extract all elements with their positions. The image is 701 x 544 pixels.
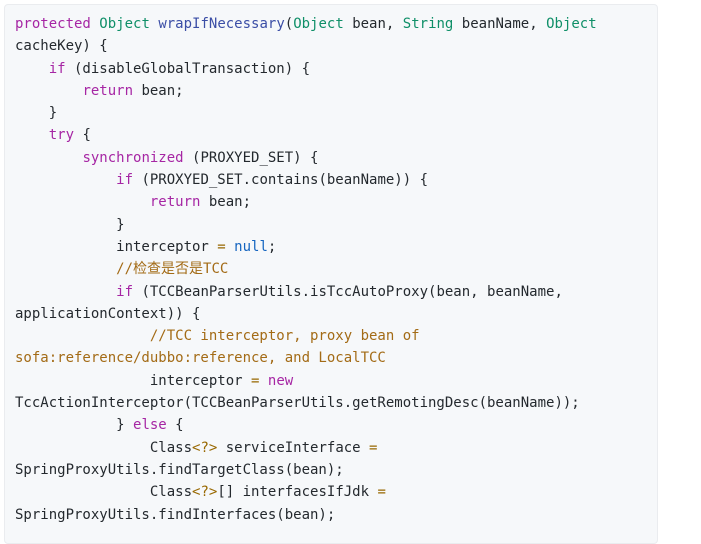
code-token: <?> [192,439,218,456]
code-line: synchronized (PROXYED_SET) { [15,147,597,169]
code-line: try { [15,124,597,146]
code-line: //TCC interceptor, proxy bean of [15,325,597,347]
code-line: protected Object wrapIfNecessary(Object … [15,13,597,35]
code-token: = [217,238,226,255]
code-token: sofa:reference/dubbo:reference, and Loca… [15,350,386,367]
code-content: protected Object wrapIfNecessary(Object … [15,13,597,526]
code-token: ( [284,16,294,32]
code-token: (TCCBeanParserUtils.isTccAutoProxy(bean,… [133,283,563,300]
code-token [15,261,116,277]
code-line: applicationContext)) { [15,303,597,325]
code-token: TccActionInterceptor(TCCBeanParserUtils.… [15,395,580,412]
code-line: } [15,102,597,124]
code-token: { [74,127,91,144]
code-token: try [48,127,75,144]
code-token: wrapIfNecessary [158,16,285,32]
code-token [15,127,49,143]
code-token: <?> [192,484,218,501]
code-token: if [116,172,134,189]
code-token: serviceInterface [217,439,370,456]
code-token: if [48,60,66,77]
code-line: if (TCCBeanParserUtils.isTccAutoProxy(be… [15,281,597,303]
code-token: (PROXYED_SET) { [183,149,319,166]
code-block: protected Object wrapIfNecessary(Object … [4,4,658,544]
code-line: SpringProxyUtils.findTargetClass(bean); [15,459,597,481]
code-token: interceptor [15,238,218,255]
code-line: } [15,214,597,236]
code-line: TccActionInterceptor(TCCBeanParserUtils.… [15,392,597,414]
code-token: Object [293,16,344,32]
code-token [15,150,82,166]
code-line: if (PROXYED_SET.contains(beanName)) { [15,169,597,191]
code-token: applicationContext)) { [15,305,201,322]
code-token: else [133,417,167,434]
code-token [15,328,150,344]
code-line: return bean; [15,80,597,102]
code-token: } [15,105,58,122]
code-token: (PROXYED_SET.contains(beanName)) { [133,172,429,189]
code-token: = [251,372,260,389]
code-line: Class<?>[] interfacesIfJdk = [15,481,597,503]
code-token: } [15,216,125,233]
code-token: cacheKey) { [15,38,108,55]
code-token: Class [15,439,193,456]
code-token: bean; [200,194,252,211]
code-line: interceptor = null; [15,236,597,258]
code-token: //检查是否是TCC [116,261,229,278]
code-token: beanName, [453,16,547,32]
code-token: synchronized [82,149,184,166]
code-token: return [149,194,201,211]
code-token [15,284,116,300]
code-token: return [82,82,134,99]
code-token: if [116,283,134,300]
code-token: SpringProxyUtils.findTargetClass(bean); [15,461,344,478]
code-token: interceptor [15,372,252,389]
code-token: null [234,238,268,255]
code-token: = [369,439,378,456]
code-token: String [402,16,454,32]
code-token: } [15,417,134,434]
code-line: } else { [15,414,597,436]
code-token: protected [15,16,91,32]
code-line: return bean; [15,191,597,213]
code-token: ; [267,238,277,255]
code-line: if (disableGlobalTransaction) { [15,58,597,80]
code-line: sofa:reference/dubbo:reference, and Loca… [15,347,597,369]
code-token: Class [15,484,193,501]
code-line: //检查是否是TCC [15,258,597,280]
code-token: { [166,417,184,434]
code-token: [] interfacesIfJdk [217,484,378,501]
code-token [226,239,234,255]
code-token: Object [99,16,150,32]
code-line: Class<?> serviceInterface = [15,437,597,459]
code-token [15,61,49,77]
code-token: Object [546,16,597,32]
code-line: interceptor = new [15,370,597,392]
code-token: = [377,484,386,501]
code-line: cacheKey) { [15,35,597,57]
code-token: //TCC interceptor, proxy bean of [149,328,420,345]
code-line: SpringProxyUtils.findInterfaces(bean); [15,504,597,526]
code-token [15,172,116,188]
code-token: bean, [343,16,403,32]
code-token [15,194,150,210]
code-token: new [267,372,294,389]
code-token [259,373,267,389]
code-token: (disableGlobalTransaction) { [65,60,311,77]
code-token: bean; [133,82,184,99]
code-token: SpringProxyUtils.findInterfaces(bean); [15,506,336,523]
code-token [15,83,82,99]
